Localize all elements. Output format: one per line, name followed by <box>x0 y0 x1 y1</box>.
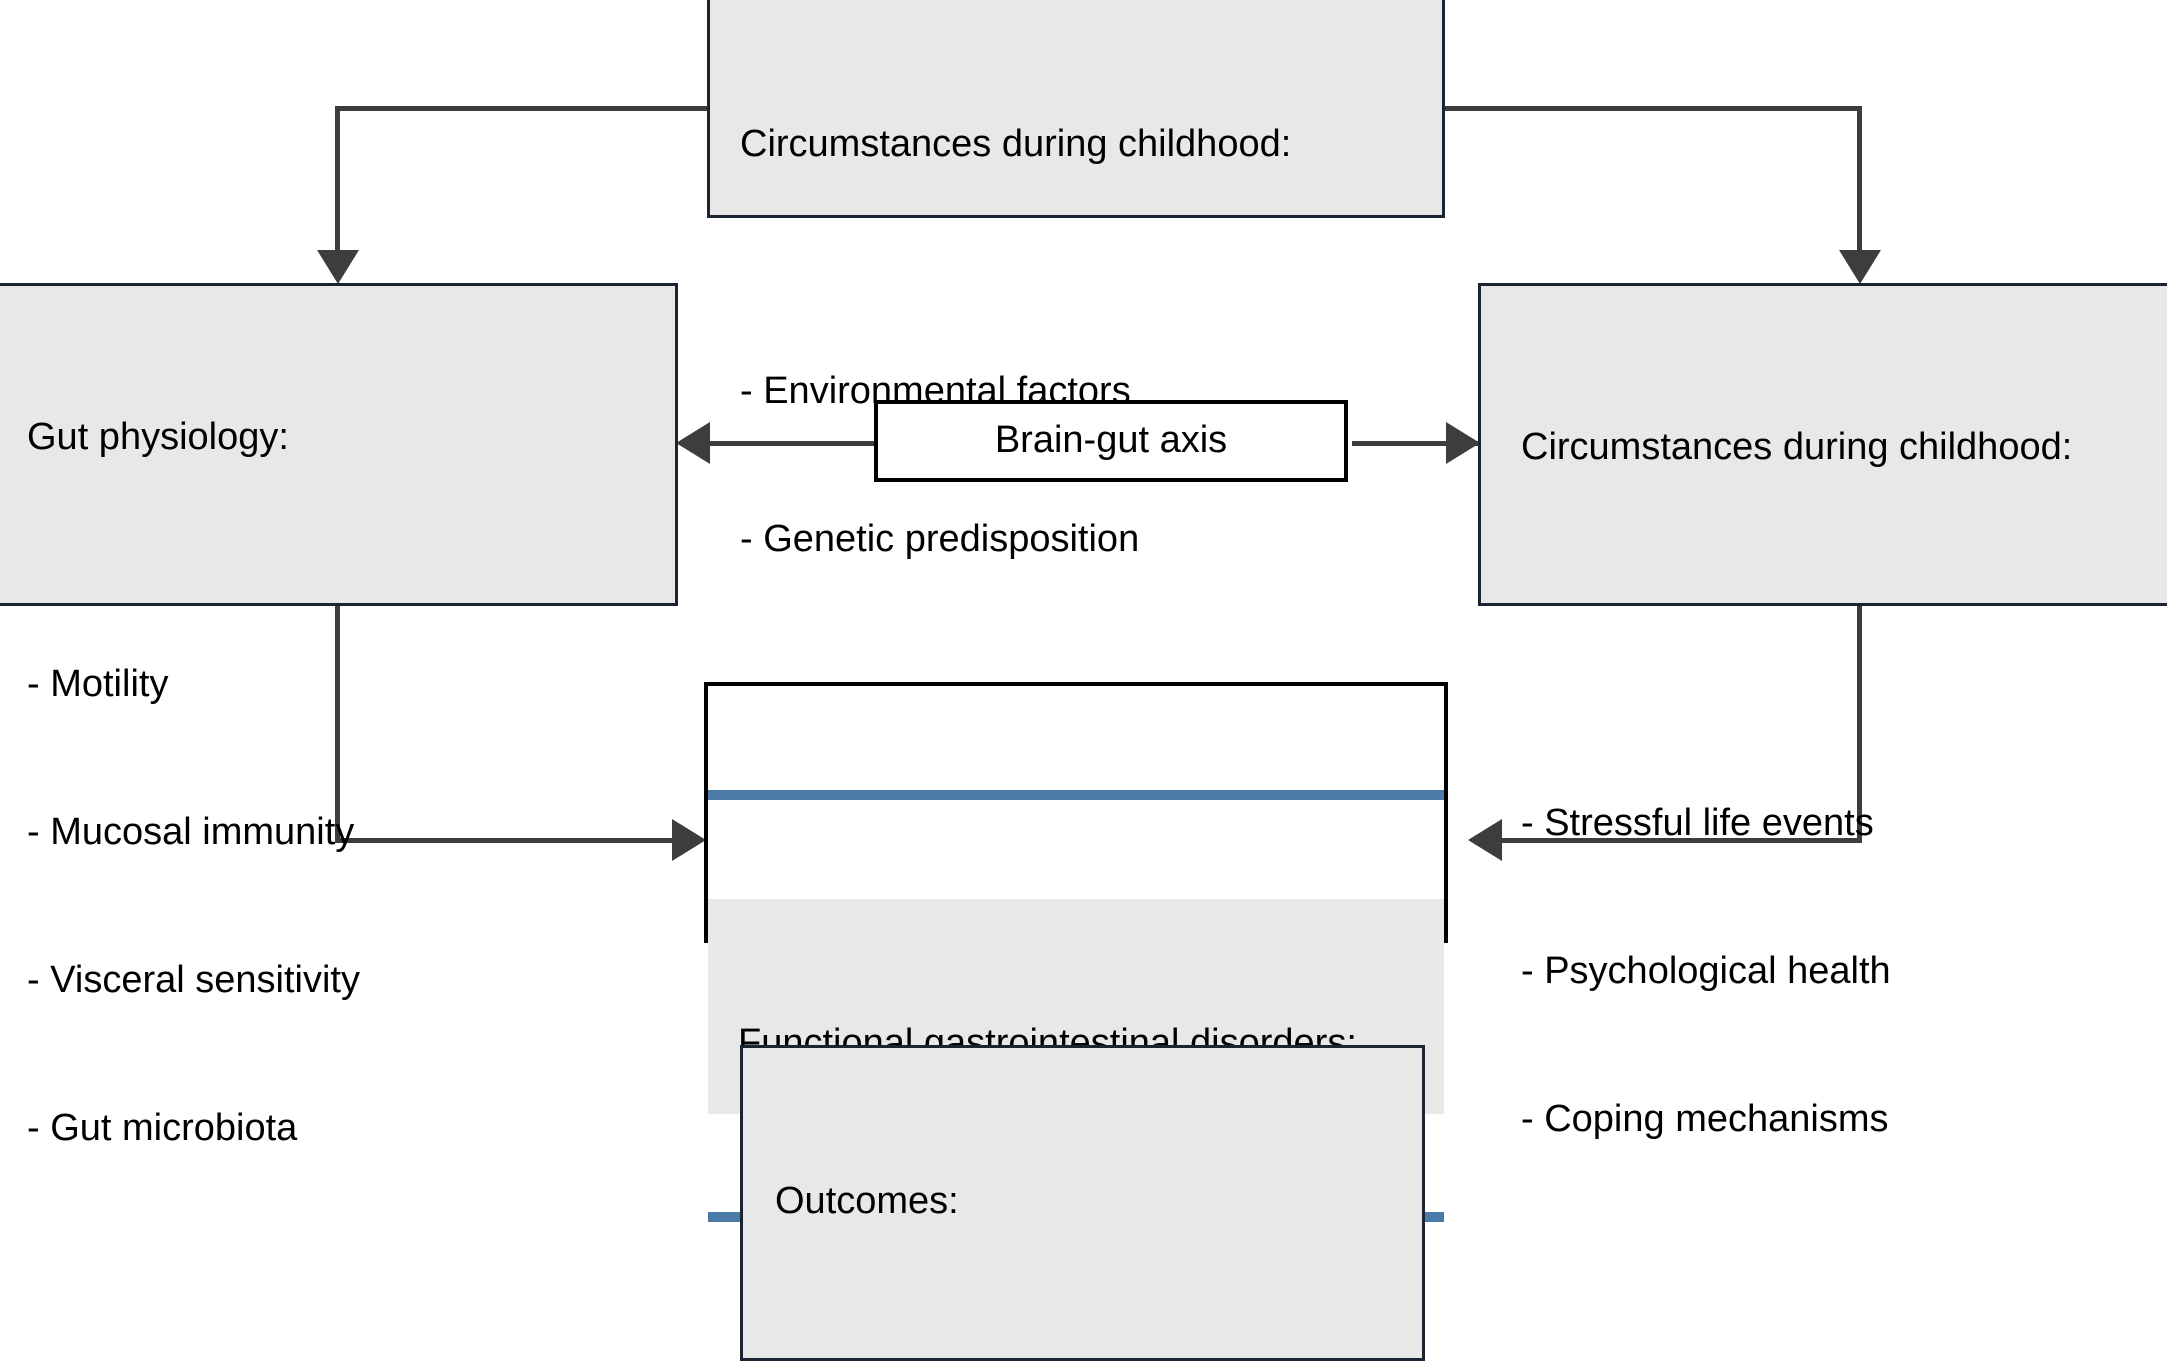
node-brain-gut-axis[interactable]: Brain-gut axis <box>874 400 1348 482</box>
node-outcomes[interactable]: Outcomes: - Medication use - Doctor visi… <box>740 1045 1425 1361</box>
edge-top-to-gut-horizontal <box>335 106 707 111</box>
arrowhead-top-to-childhood <box>1839 250 1881 284</box>
edge-axis-to-childhood <box>1352 441 1512 446</box>
node-gut-physiology-title: Gut physiology: <box>27 415 289 458</box>
bullet-item: - Coping mechanisms <box>1521 1097 1889 1140</box>
edge-childhood-to-fgid-vertical <box>1857 606 1862 842</box>
node-circumstances-top-title: Circumstances during childhood: <box>740 122 1292 165</box>
bullet-item: - Psychological health <box>1521 949 1891 992</box>
edge-top-to-childhood-vertical <box>1857 106 1862 254</box>
node-gut-physiology[interactable]: Gut physiology: - Motility - Mucosal imm… <box>0 283 678 1149</box>
node-fgid[interactable]: Functional gastrointestinal disorders: -… <box>704 682 1448 1223</box>
node-brain-gut-axis-title: Brain-gut axis <box>994 419 1228 462</box>
edge-top-to-childhood-horizontal <box>1445 106 1862 111</box>
bullet-item: - Genetic predisposition <box>740 517 1140 560</box>
node-gut-physiology-bullets: - Motility - Mucosal immunity - Visceral… <box>27 561 645 1252</box>
edge-top-to-gut-vertical <box>335 106 340 254</box>
node-circumstances-top[interactable]: Circumstances during childhood: - Enviro… <box>707 0 1445 560</box>
node-outcomes-bullets: - Medication use - Doctor visits - Quali… <box>775 1325 1392 1361</box>
bullet-item: - Mucosal immunity <box>27 810 355 853</box>
arrowhead-axis-to-childhood <box>1446 422 1480 464</box>
edge-gut-to-fgid-horizontal <box>335 838 685 843</box>
bullet-item: - Gut microbiota <box>27 1107 298 1150</box>
bullet-item: - Stressful life events <box>1521 801 1874 844</box>
node-circumstances-right-title: Circumstances during childhood: <box>1521 425 2073 468</box>
node-circumstances-right-bullets: - Stressful life events - Psychological … <box>1521 700 2140 1243</box>
node-spacer <box>1521 571 2140 601</box>
arrowhead-childhood-to-fgid <box>1468 819 1502 861</box>
node-circumstances-right[interactable]: Circumstances during childhood: - Stress… <box>1478 283 2167 1140</box>
bullet-item: - Motility <box>27 662 169 705</box>
arrowhead-gut-to-fgid <box>672 819 706 861</box>
node-outcomes-title: Outcomes: <box>775 1179 959 1222</box>
bullet-item: - Visceral sensitivity <box>27 959 360 1002</box>
arrowhead-top-to-gut <box>317 250 359 284</box>
node-fgid-accent-top <box>708 789 1444 800</box>
edge-childhood-to-fgid-horizontal <box>1500 838 1862 843</box>
arrowhead-axis-to-gut <box>676 422 710 464</box>
edge-gut-to-fgid-vertical <box>335 606 340 842</box>
edge-axis-to-gut <box>700 441 880 446</box>
